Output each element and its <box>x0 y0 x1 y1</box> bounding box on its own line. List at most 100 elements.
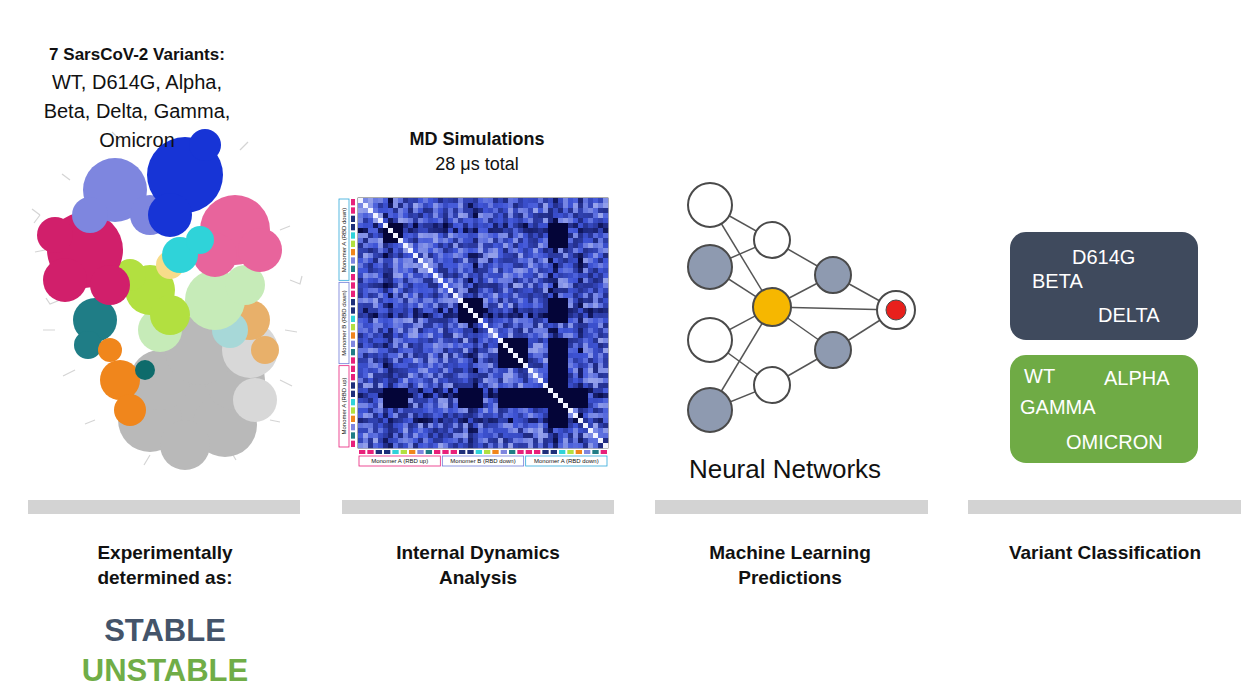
matrix-cell <box>548 323 553 328</box>
matrix-cell <box>453 303 458 308</box>
matrix-cell <box>393 233 398 238</box>
matrix-cell <box>558 248 563 253</box>
matrix-cell <box>408 328 413 333</box>
matrix-cell <box>393 313 398 318</box>
matrix-cell <box>508 328 513 333</box>
matrix-cell <box>563 363 568 368</box>
matrix-cell <box>493 238 498 243</box>
matrix-cell <box>588 268 593 273</box>
matrix-cell <box>578 333 583 338</box>
matrix-cell <box>458 293 463 298</box>
matrix-cell <box>458 228 463 233</box>
matrix-cell <box>553 268 558 273</box>
matrix-cell <box>433 233 438 238</box>
matrix-cell <box>358 293 363 298</box>
matrix-cell <box>583 248 588 253</box>
matrix-cell <box>438 243 443 248</box>
matrix-cell <box>463 258 468 263</box>
matrix-cell <box>563 323 568 328</box>
matrix-cell <box>593 213 598 218</box>
matrix-cell <box>433 318 438 323</box>
matrix-cell <box>588 283 593 288</box>
matrix-cell <box>433 303 438 308</box>
matrix-cell <box>513 273 518 278</box>
matrix-cell <box>503 368 508 373</box>
matrix-cell <box>393 238 398 243</box>
matrix-cell <box>358 368 363 373</box>
matrix-cell <box>513 288 518 293</box>
matrix-cell <box>473 358 478 363</box>
matrix-cell <box>538 218 543 223</box>
matrix-cell <box>493 218 498 223</box>
matrix-cell <box>463 343 468 348</box>
matrix-cell <box>513 238 518 243</box>
matrix-cell <box>493 273 498 278</box>
matrix-cell <box>543 338 548 343</box>
matrix-cell <box>458 273 463 278</box>
matrix-cell <box>533 288 538 293</box>
matrix-cell <box>528 228 533 233</box>
matrix-cell <box>453 203 458 208</box>
matrix-cell <box>513 308 518 313</box>
matrix-cell <box>363 323 368 328</box>
matrix-cell <box>543 343 548 348</box>
matrix-cell <box>563 383 568 388</box>
matrix-cell <box>573 243 578 248</box>
matrix-cell <box>588 363 593 368</box>
matrix-cell <box>373 278 378 283</box>
matrix-cell <box>373 328 378 333</box>
matrix-cell <box>478 213 483 218</box>
matrix-cell <box>508 218 513 223</box>
matrix-cell <box>463 198 468 203</box>
matrix-cell <box>503 253 508 258</box>
matrix-cell <box>448 353 453 358</box>
matrix-cell <box>523 363 528 368</box>
matrix-cell <box>463 213 468 218</box>
matrix-cell <box>568 278 573 283</box>
matrix-cell <box>393 208 398 213</box>
matrix-cell <box>553 328 558 333</box>
matrix-cell <box>468 263 473 268</box>
matrix-cell <box>493 358 498 363</box>
matrix-cell <box>538 258 543 263</box>
matrix-cell <box>453 373 458 378</box>
matrix-cell <box>438 353 443 358</box>
matrix-cell <box>403 208 408 213</box>
matrix-cell <box>498 338 503 343</box>
matrix-cell <box>573 223 578 228</box>
matrix-cell <box>468 348 473 353</box>
matrix-cell <box>468 303 473 308</box>
matrix-cell <box>603 363 608 368</box>
matrix-cell <box>388 203 393 208</box>
matrix-cell <box>558 258 563 263</box>
matrix-cell <box>573 263 578 268</box>
matrix-cell <box>598 243 603 248</box>
matrix-cell <box>483 318 488 323</box>
matrix-cell <box>573 258 578 263</box>
matrix-cell <box>513 268 518 273</box>
matrix-cell <box>463 263 468 268</box>
matrix-cell <box>533 308 538 313</box>
matrix-cell <box>568 223 573 228</box>
matrix-cell <box>553 378 558 383</box>
matrix-cell <box>533 378 538 383</box>
matrix-cell <box>458 358 463 363</box>
matrix-cell <box>538 308 543 313</box>
matrix-cell <box>388 368 393 373</box>
matrix-cell <box>603 368 608 373</box>
matrix-cell <box>403 243 408 248</box>
matrix-cell <box>433 258 438 263</box>
matrix-cell <box>578 258 583 263</box>
matrix-cell <box>358 388 363 393</box>
matrix-cell <box>508 298 513 303</box>
matrix-cell <box>368 343 373 348</box>
matrix-cell <box>448 363 453 368</box>
matrix-cell <box>358 393 363 398</box>
matrix-cell <box>373 203 378 208</box>
matrix-cell <box>523 263 528 268</box>
matrix-cell <box>593 353 598 358</box>
matrix-cell <box>588 333 593 338</box>
matrix-cell <box>458 248 463 253</box>
matrix-cell <box>358 288 363 293</box>
matrix-cell <box>453 268 458 273</box>
